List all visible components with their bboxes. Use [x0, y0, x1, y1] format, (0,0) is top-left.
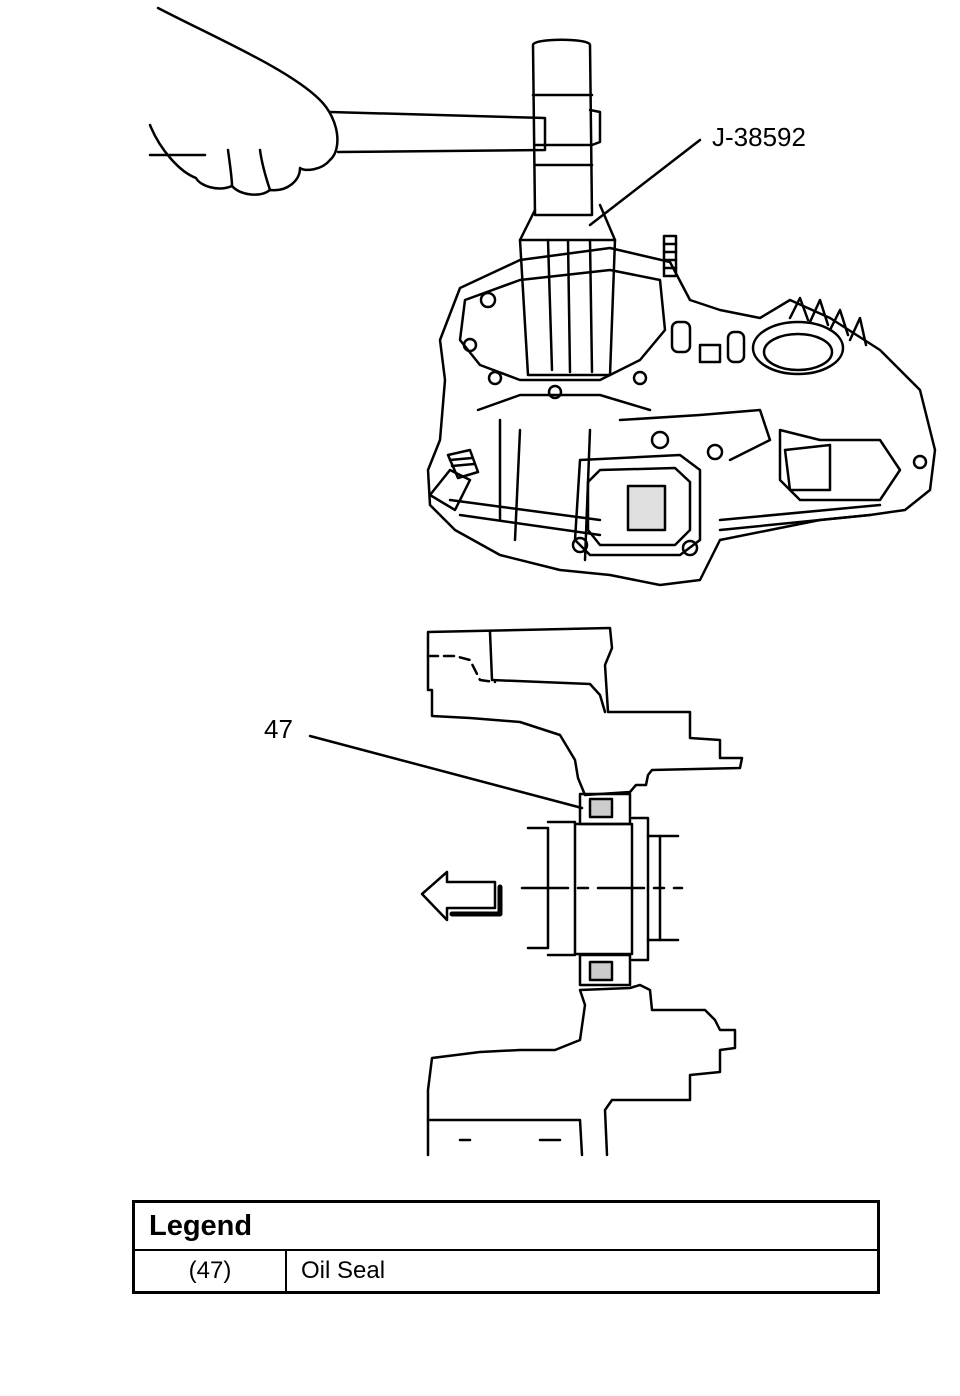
direction-arrow: [420, 870, 503, 922]
case-cross-section: [426, 626, 744, 1157]
service-illustration: [148, 6, 937, 1157]
tool-callout-label: J-38592: [712, 122, 806, 152]
legend-row: (47) Oil Seal: [132, 1249, 880, 1294]
installer-tool: [518, 203, 617, 377]
oil-seal-cross-section: [578, 792, 632, 987]
output-shaft: [520, 816, 684, 962]
hand-with-hammer: [148, 6, 602, 217]
legend-table: Legend (47) Oil Seal: [132, 1200, 880, 1294]
leader-line-tool: [588, 138, 702, 227]
legend-description: Oil Seal: [285, 1249, 880, 1294]
legend-title: Legend: [132, 1200, 880, 1251]
legend-ref: (47): [132, 1249, 287, 1294]
legend-header-row: Legend: [132, 1200, 880, 1251]
transmission-case: [426, 234, 937, 587]
seal-callout-label: 47: [264, 714, 293, 744]
leader-line-47: [308, 734, 584, 810]
